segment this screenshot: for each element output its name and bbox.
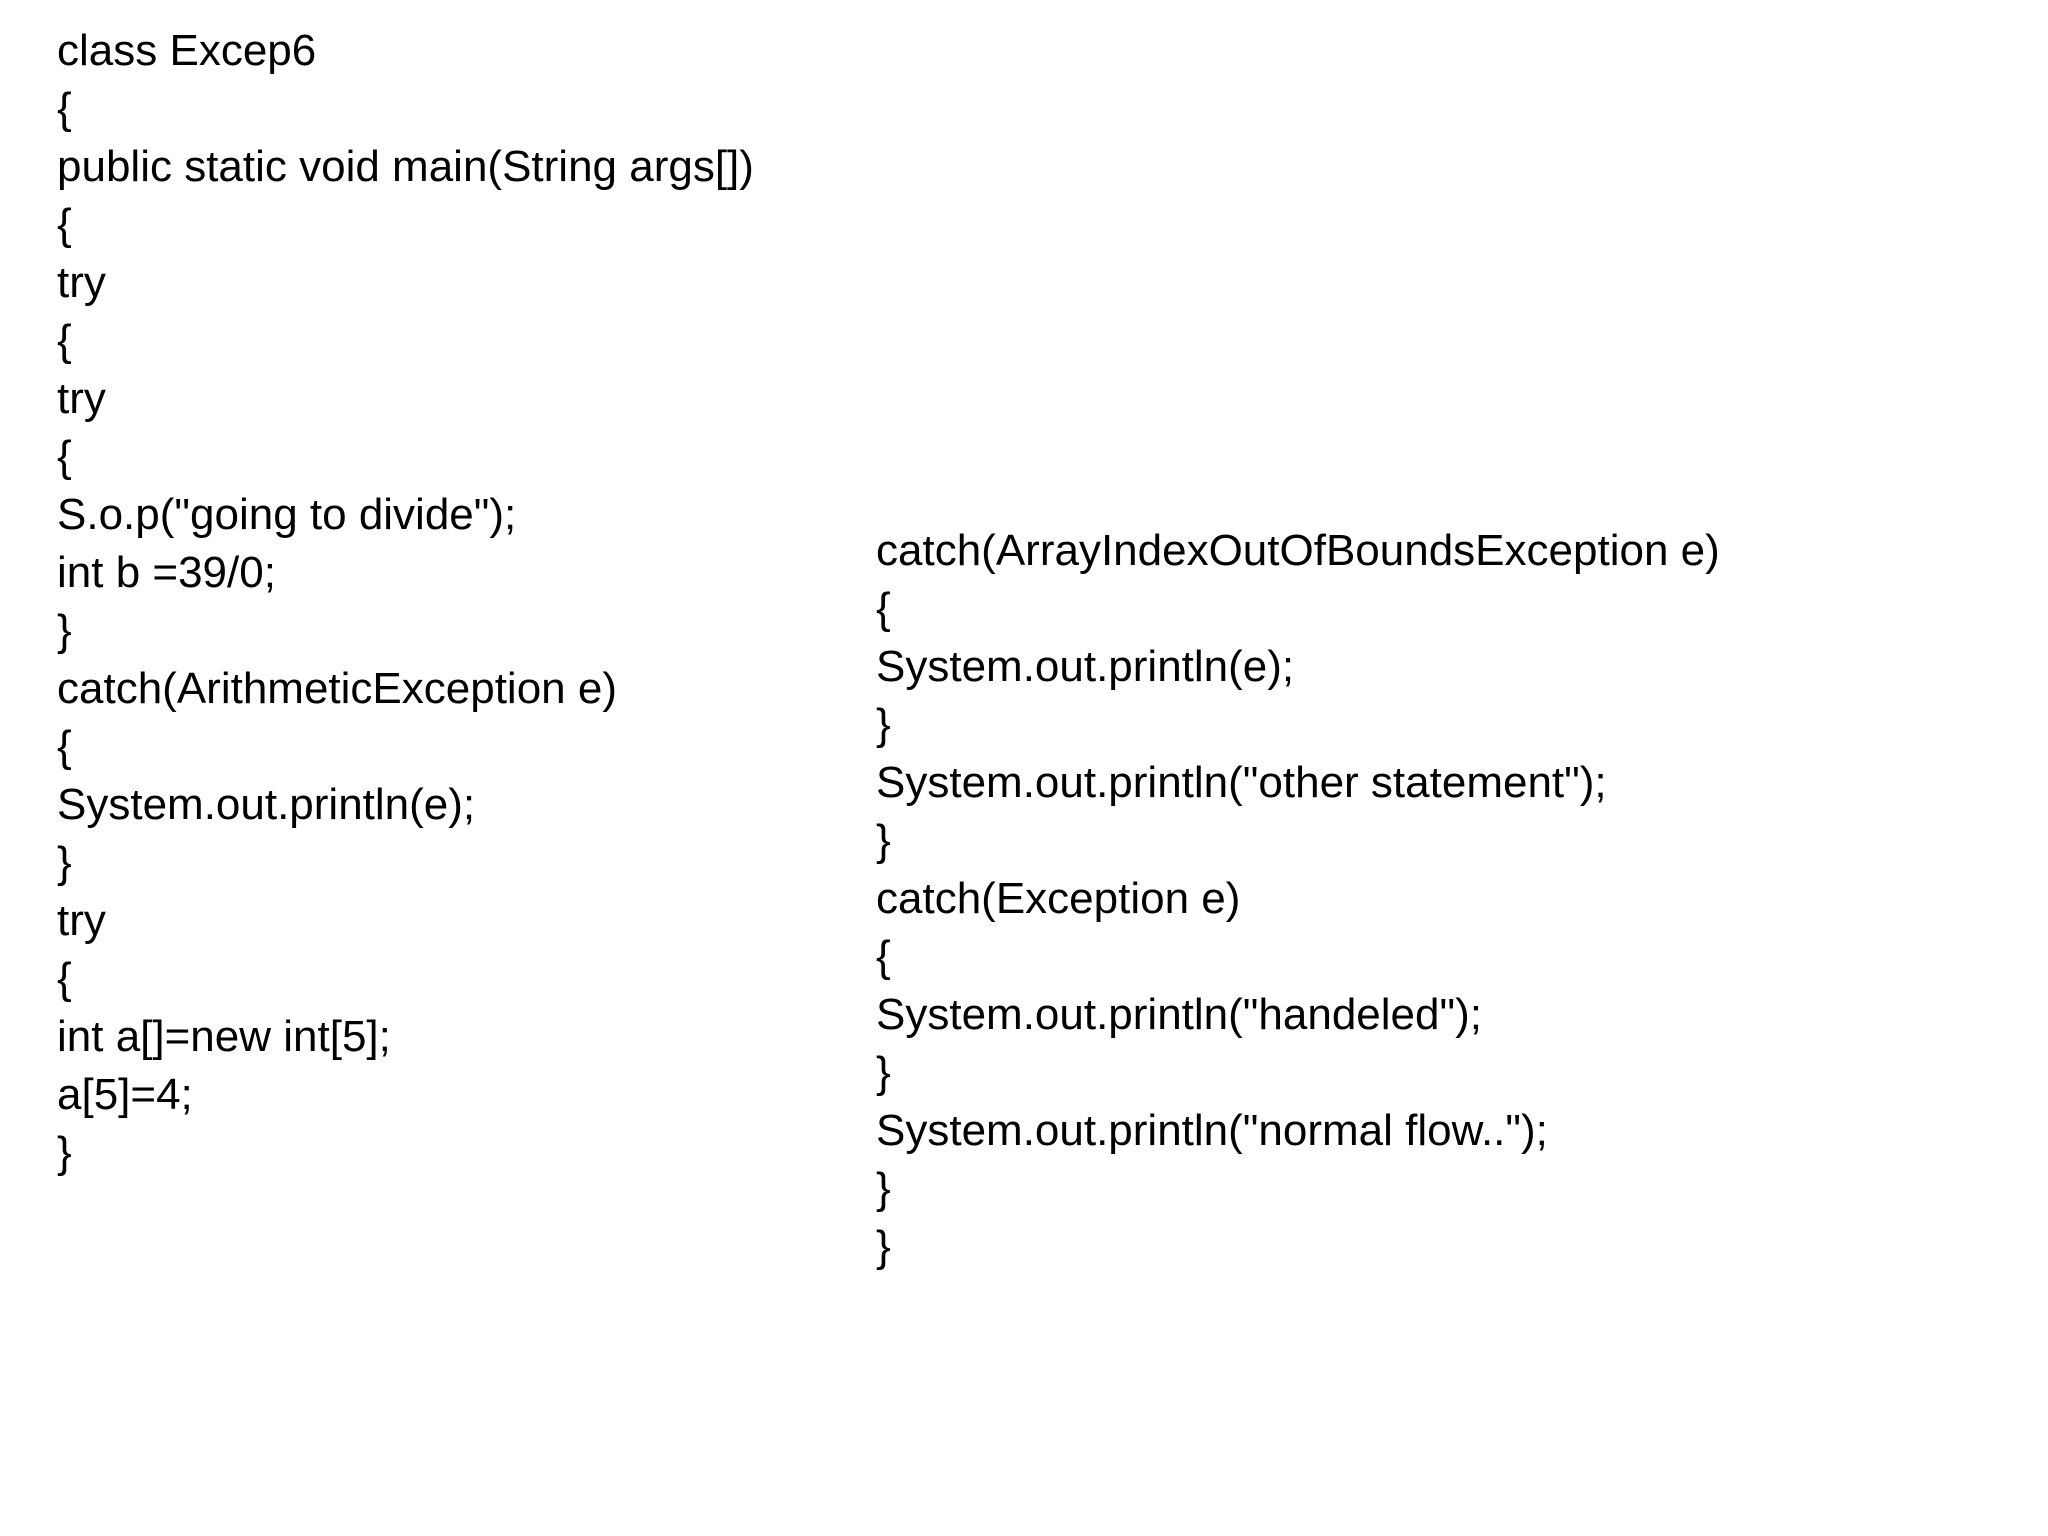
left-code-line-1: class Excep6 — [57, 26, 317, 75]
right-code-line-10: } — [876, 1048, 891, 1097]
left-code-line-5: try — [57, 258, 106, 307]
left-code-line-16: try — [57, 896, 106, 945]
right-code-line-5: System.out.println("other statement"); — [876, 758, 1607, 807]
right-code-line-6: } — [876, 816, 891, 865]
right-code-line-3: System.out.println(e); — [876, 642, 1295, 691]
right-code-line-2: { — [876, 584, 891, 633]
right-code-line-9: System.out.println("handeled"); — [876, 990, 1482, 1039]
right-code-block: catch(ArrayIndexOutOfBoundsException e) {… — [876, 522, 2026, 1276]
right-code-line-8: { — [876, 932, 891, 981]
right-code-line-4: } — [876, 700, 891, 749]
left-code-line-15: } — [57, 838, 72, 887]
left-code-block: class Excep6 { public static void main(Str… — [57, 22, 867, 1182]
left-code-line-7: try — [57, 374, 106, 423]
left-code-line-10: int b =39/0; — [57, 548, 276, 597]
right-code-line-7: catch(Exception e) — [876, 874, 1241, 923]
left-code-line-17: { — [57, 954, 72, 1003]
left-code-line-4: { — [57, 200, 72, 249]
right-code-line-13: } — [876, 1222, 891, 1271]
right-code-line-11: System.out.println("normal flow.."); — [876, 1106, 1548, 1155]
left-code-line-9: S.o.p("going to divide"); — [57, 490, 517, 539]
left-code-line-3: public static void main(String args[]) — [57, 142, 754, 191]
left-code-line-11: } — [57, 606, 72, 655]
left-code-line-12: catch(ArithmeticException e) — [57, 664, 617, 713]
left-code-line-14: System.out.println(e); — [57, 780, 476, 829]
left-code-line-18: int a[]=new int[5]; — [57, 1012, 391, 1061]
left-code-line-6: { — [57, 316, 72, 365]
left-code-line-2: { — [57, 84, 72, 133]
left-code-line-19: a[5]=4; — [57, 1070, 193, 1119]
right-code-line-1: catch(ArrayIndexOutOfBoundsException e) — [876, 526, 1720, 575]
right-code-line-12: } — [876, 1164, 891, 1213]
left-code-line-8: { — [57, 432, 72, 481]
left-code-line-20: } — [57, 1128, 72, 1177]
left-code-line-13: { — [57, 722, 72, 771]
